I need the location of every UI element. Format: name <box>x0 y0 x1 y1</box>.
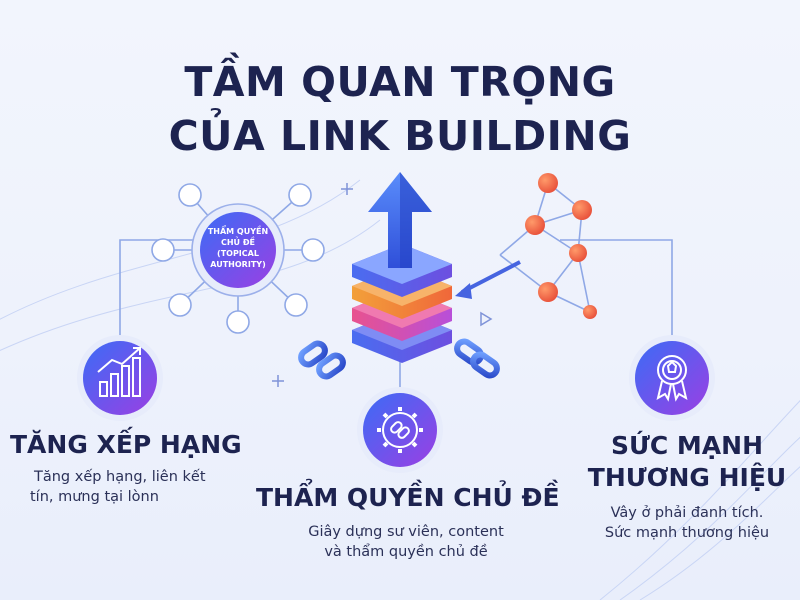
topical-authority-badge <box>357 387 443 473</box>
topical-authority-network <box>151 183 325 334</box>
topical-authority-description-line1: Giây dựng sư viên, content <box>308 524 504 540</box>
hub-label-line3: (TOPICAL <box>217 249 259 258</box>
topical-authority-description-line2: và thẩm quyền chủ đề <box>324 544 488 560</box>
ranking-description-line2: tín, mưng tại lònn <box>30 489 159 505</box>
sparkle-icon <box>272 183 493 387</box>
gear-link-icon <box>377 407 423 453</box>
brand-strength-description-line2: Sức mạnh thương hiệu <box>604 525 770 541</box>
backlink-network <box>455 173 597 319</box>
bar-chart-up-icon <box>97 347 141 397</box>
brand-strength-heading-line1: SỨC MẠNH <box>610 431 763 460</box>
topical-authority-description: Giây dựng sư viên, content và thẩm quyền… <box>286 522 526 562</box>
brand-strength-badge <box>629 335 715 421</box>
brand-strength-heading-line2: THƯƠNG HIỆU <box>587 463 787 492</box>
chain-link-icon <box>298 338 500 380</box>
hub-label-line2: CHỦ ĐỀ <box>220 238 255 247</box>
brand-strength-description: Vây ở phải đanh tích. Sức mạnh thương hi… <box>582 503 792 543</box>
topical-authority-heading: THẨM QUYỀN CHỦ ĐỀ <box>256 483 560 512</box>
brand-strength-description-line1: Vây ở phải đanh tích. <box>610 505 764 521</box>
background-swoosh <box>0 179 800 600</box>
layer-stack <box>352 244 452 363</box>
hub-label: THẨM QUYỀN CHỦ ĐỀ (TOPICAL AUTHORITY) <box>200 226 276 270</box>
ranking-badge <box>77 335 163 421</box>
ranking-description-line1: Tăng xếp hạng, liên kết <box>34 469 206 485</box>
ranking-description: Tăng xếp hạng, liên kết tín, mưng tại lò… <box>30 467 264 507</box>
page-title-line1: TẦM QUAN TRỌNG <box>184 58 616 106</box>
page-title-line2: CỦA LINK BUILDING <box>168 112 632 160</box>
hub-label-line4: AUTHORITY) <box>210 260 266 269</box>
hub-label-line1: THẨM QUYỀN <box>207 227 269 236</box>
growth-arrow-icon <box>368 172 432 268</box>
award-ribbon-icon <box>656 355 688 402</box>
ranking-heading: TĂNG XẾP HẠNG <box>10 430 242 459</box>
brand-strength-heading: SỨC MẠNH THƯƠNG HIỆU <box>582 430 792 494</box>
